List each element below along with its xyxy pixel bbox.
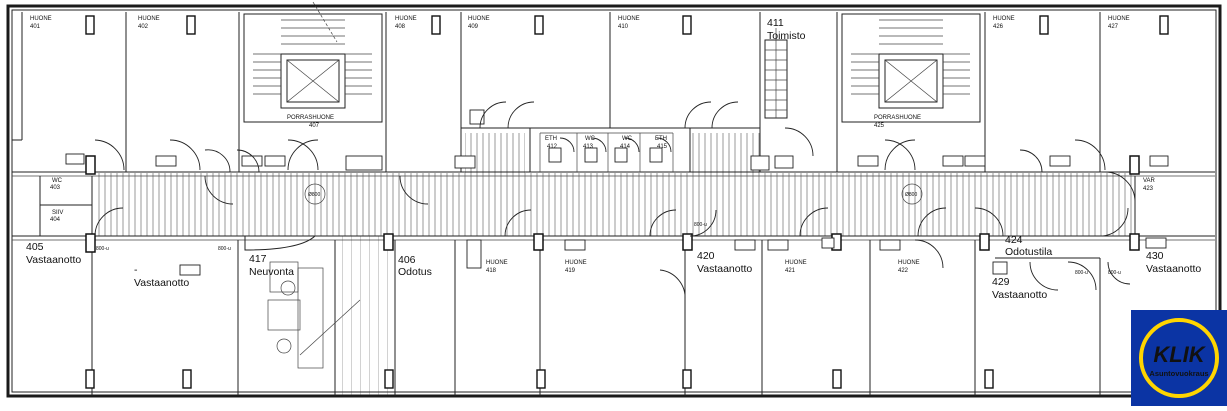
dim-label: 800-u bbox=[1075, 270, 1088, 276]
dimension-labels: Ø800 Ø800 800-u 800-u 800-u 800-u 800-u bbox=[96, 192, 1121, 276]
stairwell-425 bbox=[841, 13, 981, 123]
dim-label: 800-u bbox=[96, 246, 109, 252]
windows bbox=[85, 15, 1169, 389]
doors bbox=[94, 101, 1136, 301]
logo-brand: KLIK bbox=[1153, 342, 1206, 367]
circle-markers bbox=[304, 183, 923, 205]
corridor-walls bbox=[12, 171, 1215, 241]
partition-walls bbox=[12, 12, 1136, 396]
logo-emblem: KLIK Asuntovuokraus bbox=[1139, 318, 1219, 398]
columns bbox=[85, 155, 1140, 253]
dim-label: 800-u bbox=[694, 222, 707, 228]
wc-partitions bbox=[539, 132, 674, 172]
stair-411 bbox=[764, 28, 788, 119]
klik-logo: KLIK Asuntovuokraus bbox=[1131, 310, 1227, 406]
stairwell-407 bbox=[243, 1, 383, 123]
dim-label: Ø800 bbox=[905, 192, 917, 198]
dim-label: 800-u bbox=[1108, 270, 1121, 276]
room-label: -Vastaanotto bbox=[134, 264, 189, 289]
reception-desk bbox=[244, 235, 361, 369]
outer-walls bbox=[6, 4, 1222, 398]
corridor-hatching bbox=[95, 133, 1135, 396]
logo-tagline: Asuntovuokraus bbox=[1149, 369, 1208, 378]
dim-label: Ø800 bbox=[308, 192, 320, 198]
dim-label: 800-u bbox=[218, 246, 231, 252]
